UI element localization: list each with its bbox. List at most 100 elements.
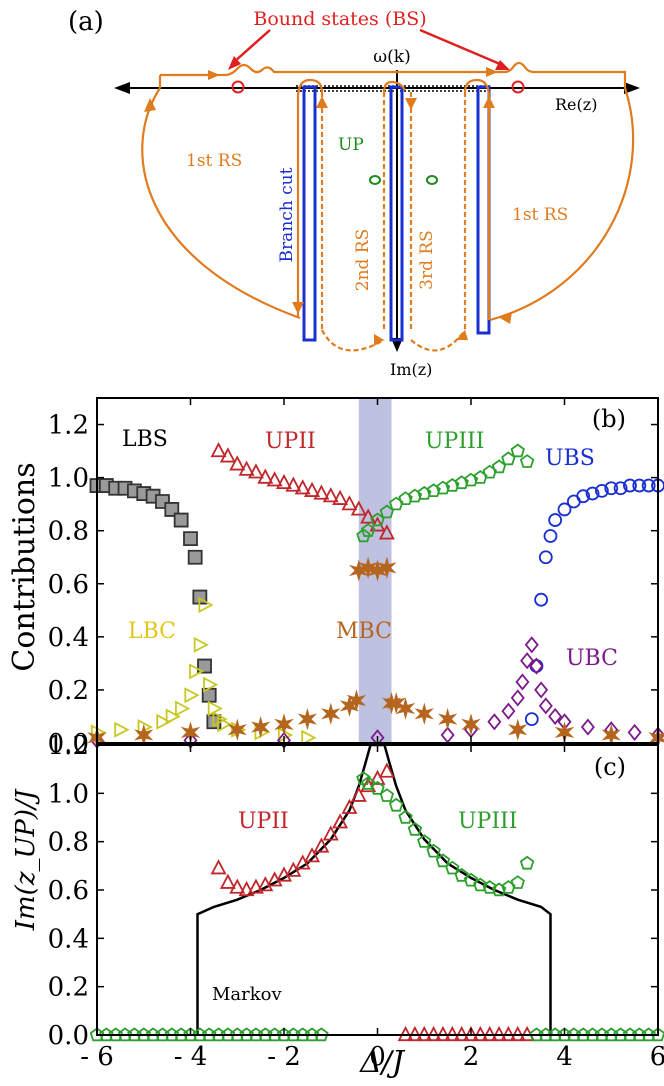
data-point (627, 723, 642, 741)
data-point (247, 878, 264, 894)
data-point (426, 843, 441, 858)
y-tick-label: 0.2 (48, 973, 89, 1003)
data-point (332, 813, 349, 829)
data-point (529, 657, 544, 675)
series-lbs (89, 478, 222, 730)
data-point (266, 471, 283, 487)
data-point (378, 524, 395, 540)
data-point (398, 809, 413, 824)
contour-3rd-rs-loop (410, 329, 466, 352)
contour-center-hump (382, 80, 406, 93)
contour-arrow-top-left (208, 70, 220, 80)
data-point (304, 847, 321, 863)
data-point (238, 880, 255, 897)
data-point (173, 512, 189, 528)
data-point (519, 855, 535, 870)
data-point (193, 636, 209, 653)
bound-state-right (511, 80, 525, 94)
data-point (414, 702, 434, 726)
data-point (454, 475, 469, 490)
bs-arrow-left-head (228, 56, 241, 70)
series-upii (210, 441, 395, 540)
data-point (395, 697, 416, 720)
rs2-label: 2nd RS (353, 229, 373, 292)
data-point (641, 478, 656, 493)
panel-c-ylabel: Im(z_UP)/J (11, 788, 41, 931)
data-point (350, 786, 367, 802)
data-point (207, 700, 223, 717)
rs3-label: 3rd RS (417, 230, 437, 290)
data-point (501, 702, 516, 720)
label-lbc: LBC (128, 619, 176, 644)
data-point (321, 702, 341, 726)
data-point (445, 477, 460, 492)
data-point (435, 853, 451, 868)
data-point (210, 859, 227, 875)
bs-arrow-left (233, 29, 271, 63)
data-point (184, 687, 200, 704)
data-point (285, 476, 302, 492)
label-mbc: MBC (336, 619, 392, 644)
data-point (332, 489, 349, 505)
series-mbc (87, 556, 664, 749)
x-tick-label: 0 (369, 1042, 386, 1072)
data-point (417, 485, 432, 500)
data-point (520, 652, 535, 670)
series-upiii (356, 443, 535, 543)
contour-arrow-right-arc (500, 312, 512, 324)
branch-cut-label: Branch cut (277, 167, 297, 262)
data-point (463, 872, 479, 887)
label-upii-b: UPII (265, 429, 316, 454)
data-point (313, 484, 330, 500)
label-markov: Markov (212, 984, 283, 1005)
data-point (304, 481, 321, 497)
data-point (341, 798, 358, 814)
data-point (212, 711, 228, 728)
data-point (538, 697, 553, 715)
series-upiii (356, 771, 535, 897)
data-point (398, 491, 413, 505)
data-point (576, 489, 591, 504)
label-upiii-c: UPIII (458, 809, 517, 834)
data-point (322, 487, 339, 503)
contour-arrow-2nd-up (316, 96, 328, 108)
contour-right-hump (463, 78, 491, 99)
y-tick-label: 0.8 (48, 828, 89, 858)
data-point (156, 713, 172, 730)
label-upiii-b: UPIII (425, 429, 484, 454)
data-point (369, 769, 386, 785)
up-label: UP (338, 135, 364, 155)
y-tick-label: 0.6 (48, 570, 89, 600)
data-point (314, 1027, 329, 1042)
data-point (508, 718, 528, 741)
data-point (346, 689, 367, 712)
data-point (519, 454, 535, 468)
y-tick-label: 0.2 (48, 676, 89, 706)
data-point (491, 882, 507, 897)
data-point (548, 707, 563, 726)
data-point (388, 797, 404, 812)
panel-b-frame (96, 397, 659, 744)
series-upii (210, 762, 395, 897)
contour-arrow-left-arc (144, 98, 156, 112)
bound-state-left (231, 80, 245, 94)
data-point (426, 483, 441, 497)
data-point (322, 825, 339, 841)
data-point (341, 495, 358, 511)
contour-arrow-3rd-down (405, 98, 417, 110)
series-upiii-zero (89, 1027, 664, 1042)
branch-cut-right (476, 85, 491, 335)
data-point (623, 478, 637, 493)
data-point (285, 861, 302, 877)
data-point (229, 455, 246, 471)
data-point (358, 556, 378, 579)
data-point (585, 486, 600, 501)
contour-left-hump (296, 78, 324, 99)
data-point (463, 472, 479, 487)
y-tick-label: 0.8 (48, 517, 89, 547)
label-lbs: LBS (122, 427, 168, 452)
bs-arrow-right-head (495, 60, 510, 70)
y-tick-label: 0.4 (48, 924, 89, 954)
data-point (613, 481, 628, 496)
